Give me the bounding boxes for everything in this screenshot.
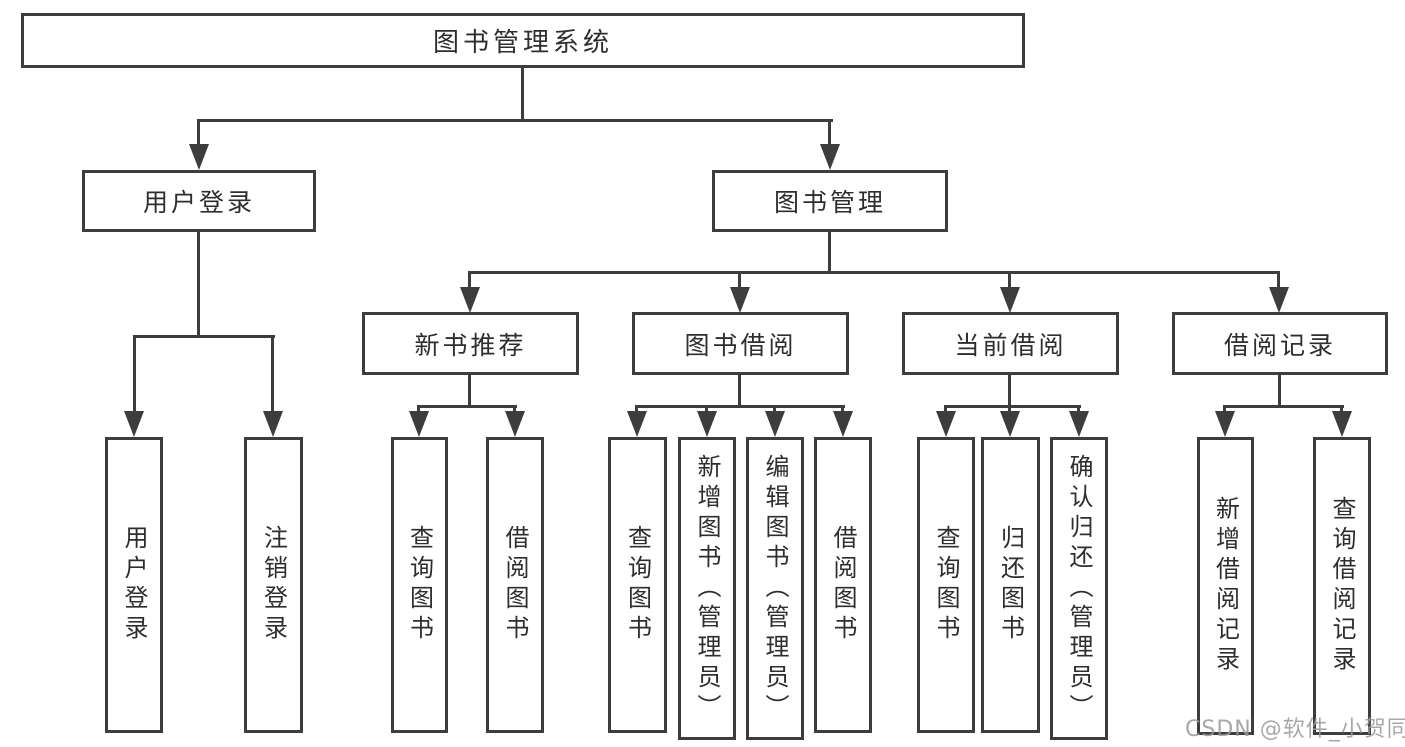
connector-drop-line xyxy=(738,271,741,291)
arrowhead-down-icon xyxy=(697,411,717,437)
connector-vline xyxy=(521,68,524,120)
connector-drop-line xyxy=(1008,405,1011,415)
arrowhead-down-icon xyxy=(730,287,750,313)
arrowhead-down-icon xyxy=(1332,411,1352,437)
node-borrowing-records: 借阅记录 xyxy=(1172,312,1388,375)
arrowhead-down-icon xyxy=(263,411,283,437)
connector-drop-line xyxy=(705,405,708,415)
arrowhead-down-icon xyxy=(505,411,525,437)
leaf-query-books-current: 查询图书 xyxy=(917,437,975,733)
leaf-confirm-return-admin: 确认归还（管理员） xyxy=(1050,437,1108,740)
connector-drop-line xyxy=(1340,405,1343,415)
leaf-borrow-books-recommend: 借阅图书 xyxy=(486,437,544,733)
leaf-query-books-borrow: 查询图书 xyxy=(608,437,667,733)
connector-vline xyxy=(1008,373,1011,408)
arrowhead-down-icon xyxy=(765,411,785,437)
leaf-borrow-books: 借阅图书 xyxy=(814,437,872,733)
leaf-return-book: 归还图书 xyxy=(981,437,1040,733)
node-new-book-recommendation: 新书推荐 xyxy=(362,312,579,375)
connector-vline xyxy=(197,230,200,337)
node-library-management-system: 图书管理系统 xyxy=(21,13,1025,68)
connector-hline xyxy=(133,335,275,338)
connector-drop-line xyxy=(513,405,516,415)
arrowhead-down-icon xyxy=(1269,287,1289,313)
connector-drop-line xyxy=(1277,271,1280,291)
arrowhead-down-icon xyxy=(820,144,840,170)
arrowhead-down-icon xyxy=(189,144,209,170)
connector-hline xyxy=(1223,405,1344,408)
connector-hline xyxy=(468,271,1280,274)
csdn-watermark: CSDN @软件_小贺同学 xyxy=(1185,717,1405,742)
leaf-add-book-admin: 新增图书（管理员） xyxy=(678,437,736,740)
arrowhead-down-icon xyxy=(1000,287,1020,313)
connector-drop-line xyxy=(468,271,471,291)
leaf-query-books-recommend: 查询图书 xyxy=(391,437,448,733)
leaf-edit-book-admin: 编辑图书（管理员） xyxy=(746,437,804,740)
connector-drop-line xyxy=(417,405,420,415)
connector-vline xyxy=(1278,373,1281,408)
leaf-user-login: 用户登录 xyxy=(105,437,163,733)
connector-drop-line xyxy=(773,405,776,415)
connector-drop-line xyxy=(1077,405,1080,415)
connector-hline xyxy=(635,405,845,408)
connector-hline xyxy=(944,405,1081,408)
connector-drop-line xyxy=(271,335,274,415)
arrowhead-down-icon xyxy=(1215,411,1235,437)
arrowhead-down-icon xyxy=(1000,411,1020,437)
connector-vline xyxy=(738,373,741,408)
node-book-borrowing: 图书借阅 xyxy=(632,312,849,375)
arrowhead-down-icon xyxy=(124,411,144,437)
connector-drop-line xyxy=(1008,271,1011,291)
arrowhead-down-icon xyxy=(833,411,853,437)
connector-drop-line xyxy=(828,119,831,148)
leaf-add-borrow-record: 新增借阅记录 xyxy=(1197,437,1254,735)
connector-drop-line xyxy=(944,405,947,415)
node-book-management: 图书管理 xyxy=(712,170,948,232)
connector-drop-line xyxy=(133,335,136,415)
leaf-logout: 注销登录 xyxy=(244,437,303,733)
connector-vline xyxy=(828,230,831,273)
node-current-borrowing: 当前借阅 xyxy=(902,312,1119,375)
connector-drop-line xyxy=(841,405,844,415)
connector-hline xyxy=(417,405,517,408)
connector-vline xyxy=(468,373,471,408)
connector-drop-line xyxy=(1223,405,1226,415)
arrowhead-down-icon xyxy=(460,287,480,313)
node-user-login: 用户登录 xyxy=(82,170,316,232)
arrowhead-down-icon xyxy=(936,411,956,437)
leaf-query-borrow-record: 查询借阅记录 xyxy=(1313,437,1371,735)
arrowhead-down-icon xyxy=(1069,411,1089,437)
arrowhead-down-icon xyxy=(409,411,429,437)
arrowhead-down-icon xyxy=(627,411,647,437)
connector-hline xyxy=(197,119,833,122)
connector-drop-line xyxy=(635,405,638,415)
connector-drop-line xyxy=(197,119,200,148)
